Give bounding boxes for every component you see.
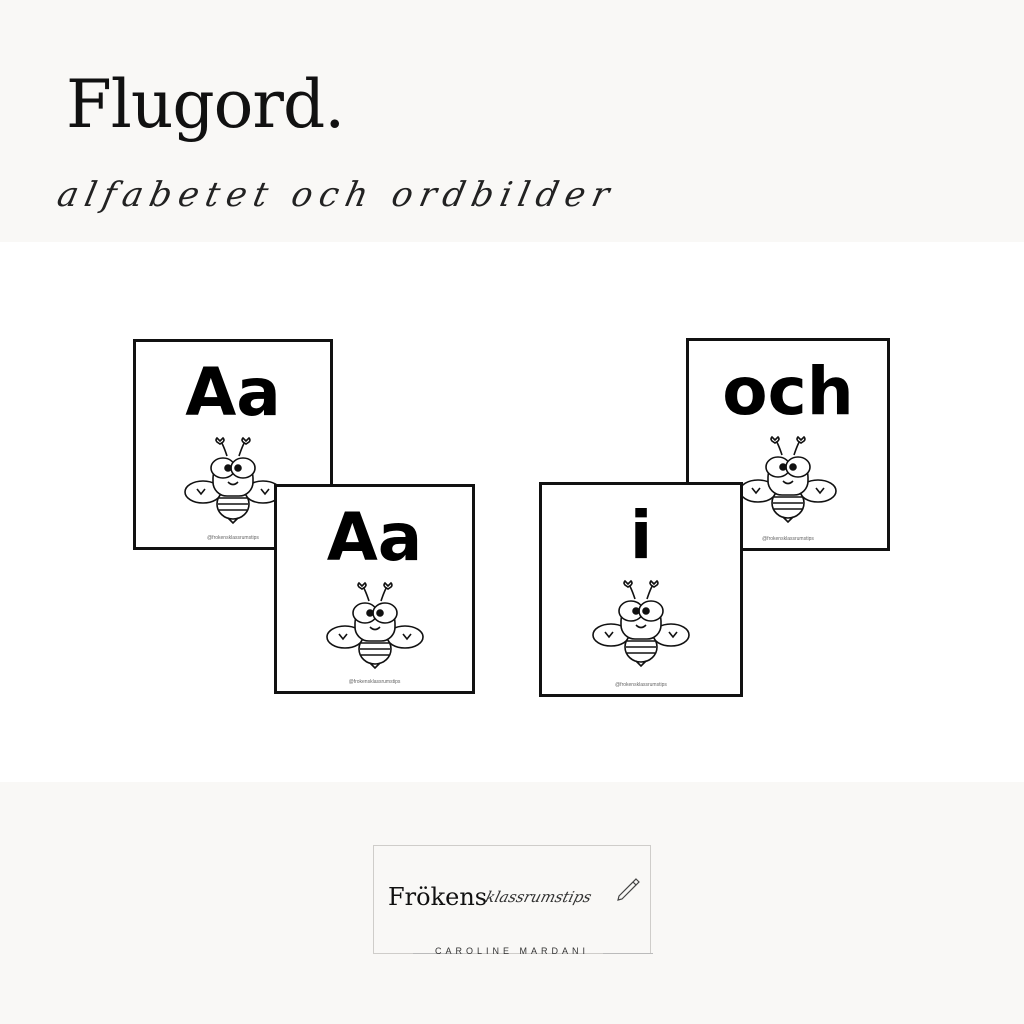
- header-band: [0, 0, 1024, 242]
- logo-brand: Frökens: [388, 883, 488, 911]
- card-word: och: [722, 353, 854, 430]
- bee-icon: [325, 579, 425, 677]
- bee-icon: [591, 577, 691, 675]
- word-card: i @frokensklassrumstips: [539, 482, 743, 697]
- card-word: i: [629, 497, 653, 574]
- word-card: Aa @frokensklassrumstips: [133, 339, 333, 550]
- bee-icon: [738, 433, 838, 531]
- card-credit: @frokensklassrumstips: [615, 682, 667, 688]
- footer-band: [0, 782, 1024, 1024]
- page-title: Flugord.: [66, 66, 345, 143]
- divider: [603, 953, 653, 954]
- card-word: Aa: [326, 499, 423, 576]
- logo-author: CAROLINE MARDANI: [434, 946, 589, 956]
- card-credit: @frokensklassrumstips: [348, 679, 401, 685]
- card-credit: @frokensklassrumstips: [207, 535, 259, 541]
- divider: [413, 953, 463, 954]
- card-credit: @frokensklassrumstips: [762, 536, 814, 542]
- bee-icon: [183, 434, 283, 532]
- logo-script: klassrumstips: [483, 888, 594, 906]
- card-word: Aa: [185, 354, 281, 431]
- brand-logo: Frökens klassrumstips: [373, 845, 651, 954]
- page-subtitle: alfabetet och ordbilder: [53, 175, 620, 215]
- word-card: Aa @frokensklassrumstips: [274, 484, 475, 694]
- pen-icon: [617, 878, 640, 901]
